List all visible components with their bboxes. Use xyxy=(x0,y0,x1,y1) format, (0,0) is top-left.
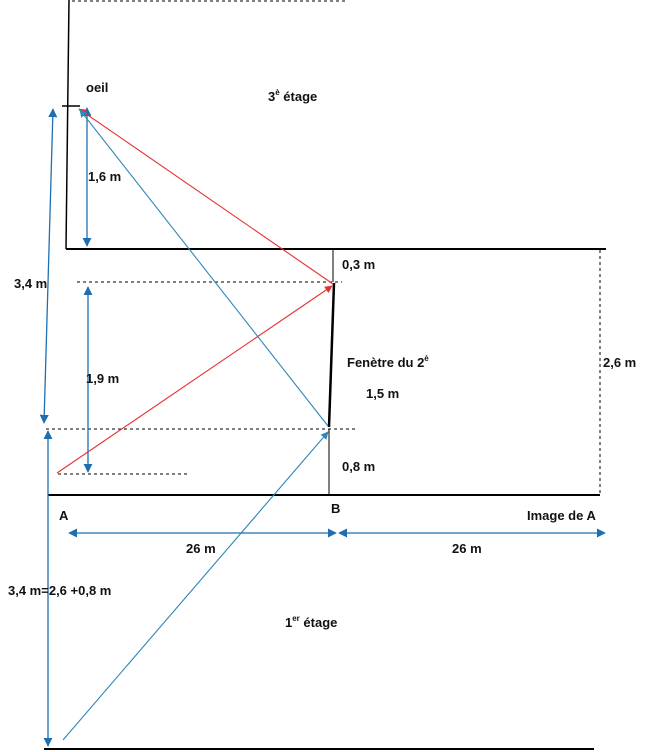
first-floor-label: 1er étage xyxy=(285,614,337,630)
blue-ray-incident xyxy=(62,431,329,741)
building-structure xyxy=(44,0,606,750)
eye-height-label: 1,6 m xyxy=(88,169,121,184)
third-floor-number: 3 xyxy=(268,89,275,104)
window-label-superscript: è xyxy=(424,354,429,363)
third-floor-text: étage xyxy=(280,89,318,104)
dist-a-b-label: 26 m xyxy=(186,541,216,556)
first-floor-number: 1 xyxy=(285,615,292,630)
lower-total-label: 3,4 m=2,6 +0,8 m xyxy=(8,583,111,598)
mirror-span-label: 1,9 m xyxy=(86,371,119,386)
point-a-label: A xyxy=(59,508,69,523)
window-mirror xyxy=(327,282,336,428)
window-top-gap-label: 0,3 m xyxy=(342,257,375,272)
third-floor-label: 3è étage xyxy=(268,88,317,104)
blue-ray-reflected xyxy=(79,109,329,427)
floor-height-label: 2,6 m xyxy=(603,355,636,370)
first-floor-superscript: er xyxy=(292,614,300,623)
eye-label: oeil xyxy=(86,80,108,95)
reference-lines xyxy=(46,281,358,475)
upper-wall xyxy=(65,0,70,250)
window-height-label: 1,5 m xyxy=(366,386,399,401)
window-label-text: Fenètre du 2 xyxy=(347,355,424,370)
first-floor-text: étage xyxy=(300,615,338,630)
point-b-label: B xyxy=(331,501,340,516)
light-rays xyxy=(56,108,334,741)
labels: oeil 3è étage 1,6 m 3,4 m 0,3 m Fenètre … xyxy=(8,80,636,630)
image-a-label: Image de A xyxy=(527,508,596,523)
dimension-arrows xyxy=(39,107,606,747)
eye-to-window-bottom-arrow xyxy=(39,108,58,424)
sill-height-label: 0,8 m xyxy=(342,459,375,474)
red-ray-incident xyxy=(56,285,333,474)
dist-b-image-label: 26 m xyxy=(452,541,482,556)
eye-to-window-bottom-label: 3,4 m xyxy=(14,276,47,291)
window-label: Fenètre du 2è xyxy=(347,354,429,370)
third-floor-superscript: è xyxy=(275,88,280,97)
red-ray-reflected xyxy=(78,108,334,285)
